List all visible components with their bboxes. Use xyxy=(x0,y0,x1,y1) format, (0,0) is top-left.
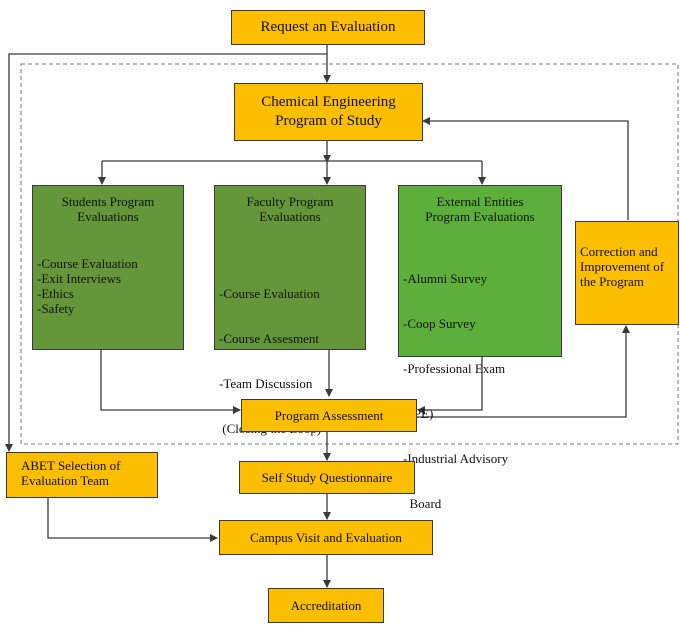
accreditation-label: Accreditation xyxy=(290,598,362,613)
faculty-items-list: -Course Evaluation -Course Assesment -Te… xyxy=(219,256,361,466)
self-study-questionnaire-label: Self Study Questionnaire xyxy=(261,470,393,485)
request-evaluation-box: Request an Evaluation xyxy=(231,10,425,45)
campus-visit-box: Campus Visit and Evaluation xyxy=(219,520,433,555)
students-item: -Course Evaluation xyxy=(37,256,138,271)
faculty-item: -Course Assesment xyxy=(219,331,320,346)
external-item: -Professional Exam xyxy=(403,361,506,376)
external-items-list: -Alumni Survey -Coop Survey -Professiona… xyxy=(403,241,557,541)
arrow-assessment-to-correction xyxy=(417,325,630,418)
accreditation-box: Accreditation xyxy=(268,588,384,623)
abet-selection-box: ABET Selection of Evaluation Team xyxy=(6,452,158,498)
students-items-list: -Course Evaluation -Exit Interviews -Eth… xyxy=(37,256,179,316)
students-item: -Exit Interviews xyxy=(37,271,122,286)
program-of-study-line2: Program of Study xyxy=(275,113,382,129)
arrow-correction-to-program xyxy=(422,117,629,220)
correction-line1: Correction and xyxy=(580,244,658,259)
self-study-questionnaire-box: Self Study Questionnaire xyxy=(239,461,415,494)
external-item: -Industrial Advisory xyxy=(403,451,509,466)
arrow-abet-to-campus xyxy=(47,498,218,542)
campus-visit-label: Campus Visit and Evaluation xyxy=(250,530,402,545)
arrow-students-to-assessment xyxy=(100,350,241,414)
external-item: (PE) xyxy=(403,406,434,421)
request-evaluation-label: Request an Evaluation xyxy=(260,19,396,35)
program-of-study-line1: Chemical Engineering xyxy=(261,94,396,110)
students-item: -Ethics xyxy=(37,286,74,301)
students-item: -Safety xyxy=(37,301,75,316)
external-title-line1: External Entities xyxy=(436,194,524,209)
faculty-title-line1: Faculty Program xyxy=(246,194,334,209)
students-title-line1: Students Program xyxy=(61,194,155,209)
external-item: Board xyxy=(403,496,442,511)
program-of-study-box: Chemical Engineering Program of Study xyxy=(234,83,423,141)
arrow-request-to-abet xyxy=(5,53,327,452)
external-evaluations-box: External Entities Program Evaluations -A… xyxy=(398,185,562,511)
students-evaluations-box: Students Program Evaluations -Course Eva… xyxy=(32,185,184,350)
abet-line1: ABET Selection of xyxy=(21,458,121,473)
program-assessment-box: Program Assessment xyxy=(241,399,417,432)
external-item: -Coop Survey xyxy=(403,316,476,331)
faculty-item: -Team Discussion xyxy=(219,376,313,391)
faculty-item: -Course Evaluation xyxy=(219,286,320,301)
correction-line3: the Program xyxy=(580,274,644,289)
correction-line2: Improvement of xyxy=(580,259,665,274)
correction-box: Correction and Improvement of the Progra… xyxy=(575,221,679,325)
external-item: -Alumni Survey xyxy=(403,271,488,286)
external-title-line2: Program Evaluations xyxy=(425,209,535,224)
faculty-title-line2: Evaluations xyxy=(259,209,321,224)
program-assessment-label: Program Assessment xyxy=(274,408,384,423)
students-title-line2: Evaluations xyxy=(77,209,139,224)
faculty-evaluations-box: Faculty Program Evaluations -Course Eval… xyxy=(214,185,366,436)
abet-line2: Evaluation Team xyxy=(21,473,110,488)
arrow-external-to-assessment xyxy=(417,357,483,414)
